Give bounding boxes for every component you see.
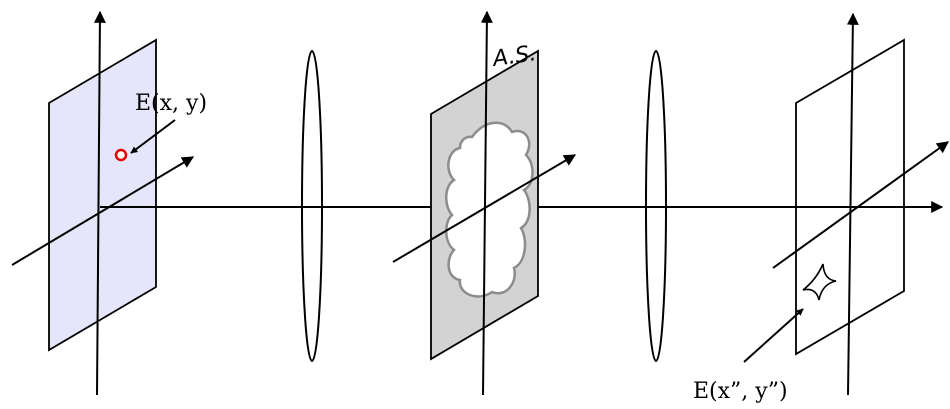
output-vertical-axis	[846, 12, 859, 396]
output-transverse-axis	[772, 141, 949, 269]
circle-marker-icon	[114, 148, 128, 162]
output-plane	[795, 38, 905, 356]
output-plane-group: E(x”, y”)	[693, 12, 949, 404]
input-plane	[48, 38, 157, 352]
four-point-star-icon	[802, 263, 837, 301]
aperture-plane-group: A.S.	[392, 10, 577, 396]
input-transverse-axis	[11, 156, 195, 266]
input-field-label-arrow	[130, 119, 176, 154]
cloud-aperture-icon	[445, 121, 534, 298]
input-plane-group: E(x, y)	[11, 10, 207, 396]
input-field-label: E(x, y)	[135, 91, 207, 116]
output-field-label-arrow	[743, 308, 804, 363]
aperture-vertical-axis	[480, 10, 493, 396]
output-field-label: E(x”, y”)	[693, 379, 788, 404]
input-vertical-axis	[93, 10, 106, 396]
